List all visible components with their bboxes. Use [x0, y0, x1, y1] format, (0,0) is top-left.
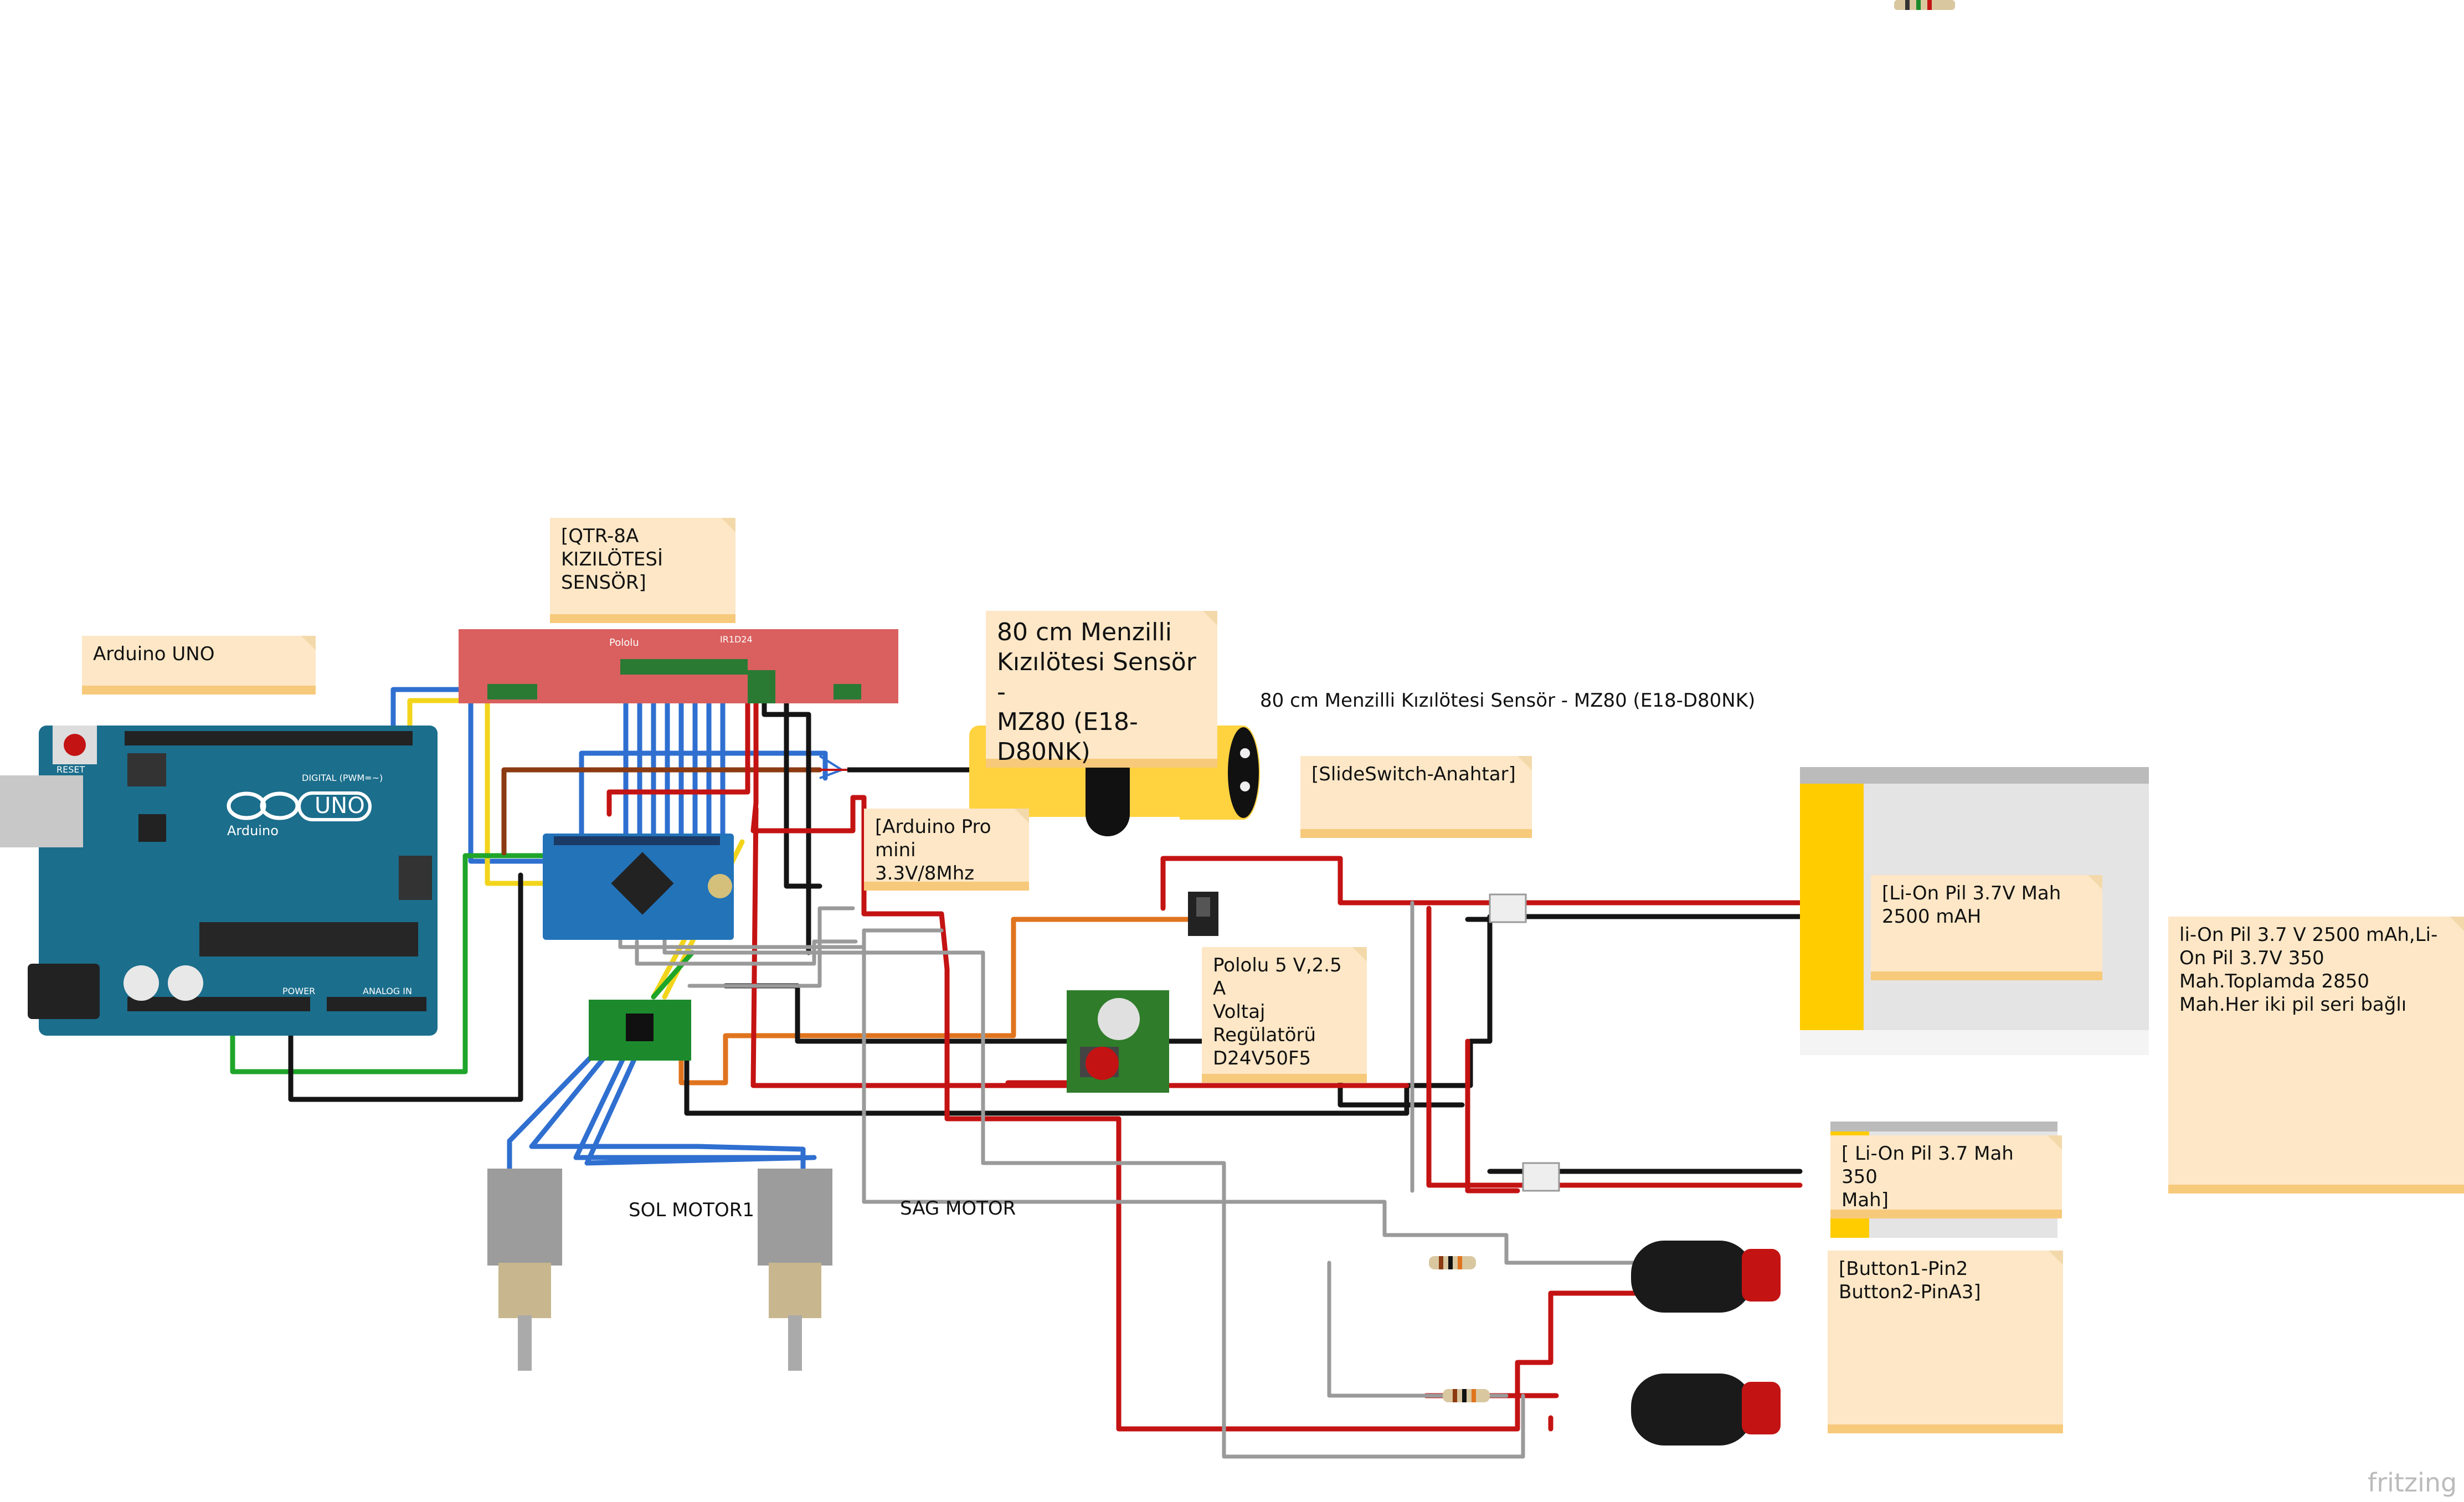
motor-driver-board: [589, 1000, 691, 1061]
note-slideswitch: [SlideSwitch-Anahtar]: [1300, 756, 1532, 838]
battery-connectors: [1489, 893, 1560, 1192]
reset-text: RESET: [56, 764, 85, 775]
power-jack-icon: [28, 964, 100, 1019]
qtr-8a-sensor: [459, 629, 898, 703]
digital-text: DIGITAL (PWM=~): [302, 773, 383, 783]
pololu-regulator-board: [1067, 990, 1169, 1093]
right-motor-label: SAG MOTOR: [900, 1197, 1016, 1220]
resistor-2: [1443, 1389, 1490, 1402]
left-motor: [487, 1169, 562, 1371]
qtr-brand-text: Pololu: [609, 637, 639, 649]
mz80-title-label: 80 cm Menzilli Kızılötesi Sensör - MZ80 …: [1260, 690, 1756, 712]
uno-logo-text: UNO: [315, 793, 365, 819]
arduino-pro-mini-board: [543, 834, 734, 940]
push-button-1: [1631, 1241, 1781, 1313]
note-pro-mini: [Arduino Pro mini 3.3V/8Mhz: [864, 809, 1029, 891]
resistor-1: [1429, 1256, 1476, 1269]
right-motor: [758, 1169, 832, 1371]
push-button-2: [1631, 1374, 1781, 1446]
qtr-ir-text: IR1D24: [720, 634, 753, 645]
power-text: POWER: [282, 986, 316, 996]
reset-button-icon: [64, 734, 86, 756]
uno-brand-text: Arduino: [227, 823, 279, 839]
slide-switch: [1188, 892, 1218, 936]
note-pololu-regulator: Pololu 5 V,2.5 A Voltaj Regülatörü D24V5…: [1202, 947, 1367, 1083]
top-resistor: [1894, 0, 1955, 10]
arduino-logo-icon: [227, 791, 372, 821]
usb-port-icon: [0, 775, 83, 847]
note-mz80: 80 cm Menzilli Kızılötesi Sensör - MZ80 …: [986, 611, 1217, 768]
left-motor-label: SOL MOTOR1: [629, 1199, 754, 1221]
note-liion-total: li-On Pil 3.7 V 2500 mAh,Li- On Pil 3.7V…: [2168, 917, 2464, 1194]
note-buttons: [Button1-Pin2 Button2-PinA3]: [1828, 1251, 2063, 1433]
button-cap-icon: [1742, 1249, 1781, 1302]
analog-text: ANALOG IN: [363, 986, 412, 996]
arduino-uno-board: [0, 726, 438, 1036]
note-arduino-uno: Arduino UNO: [82, 636, 316, 695]
note-qtr-sensor: [QTR-8A KIZILÖTESİ SENSÖR]: [550, 518, 735, 623]
fritzing-watermark: fritzing: [2368, 1468, 2457, 1498]
note-liion-350: [ Li-On Pil 3.7 Mah 350 Mah]: [1830, 1135, 2062, 1218]
note-liion-2500: [Li-On Pil 3.7V Mah 2500 mAH: [1871, 875, 2102, 980]
